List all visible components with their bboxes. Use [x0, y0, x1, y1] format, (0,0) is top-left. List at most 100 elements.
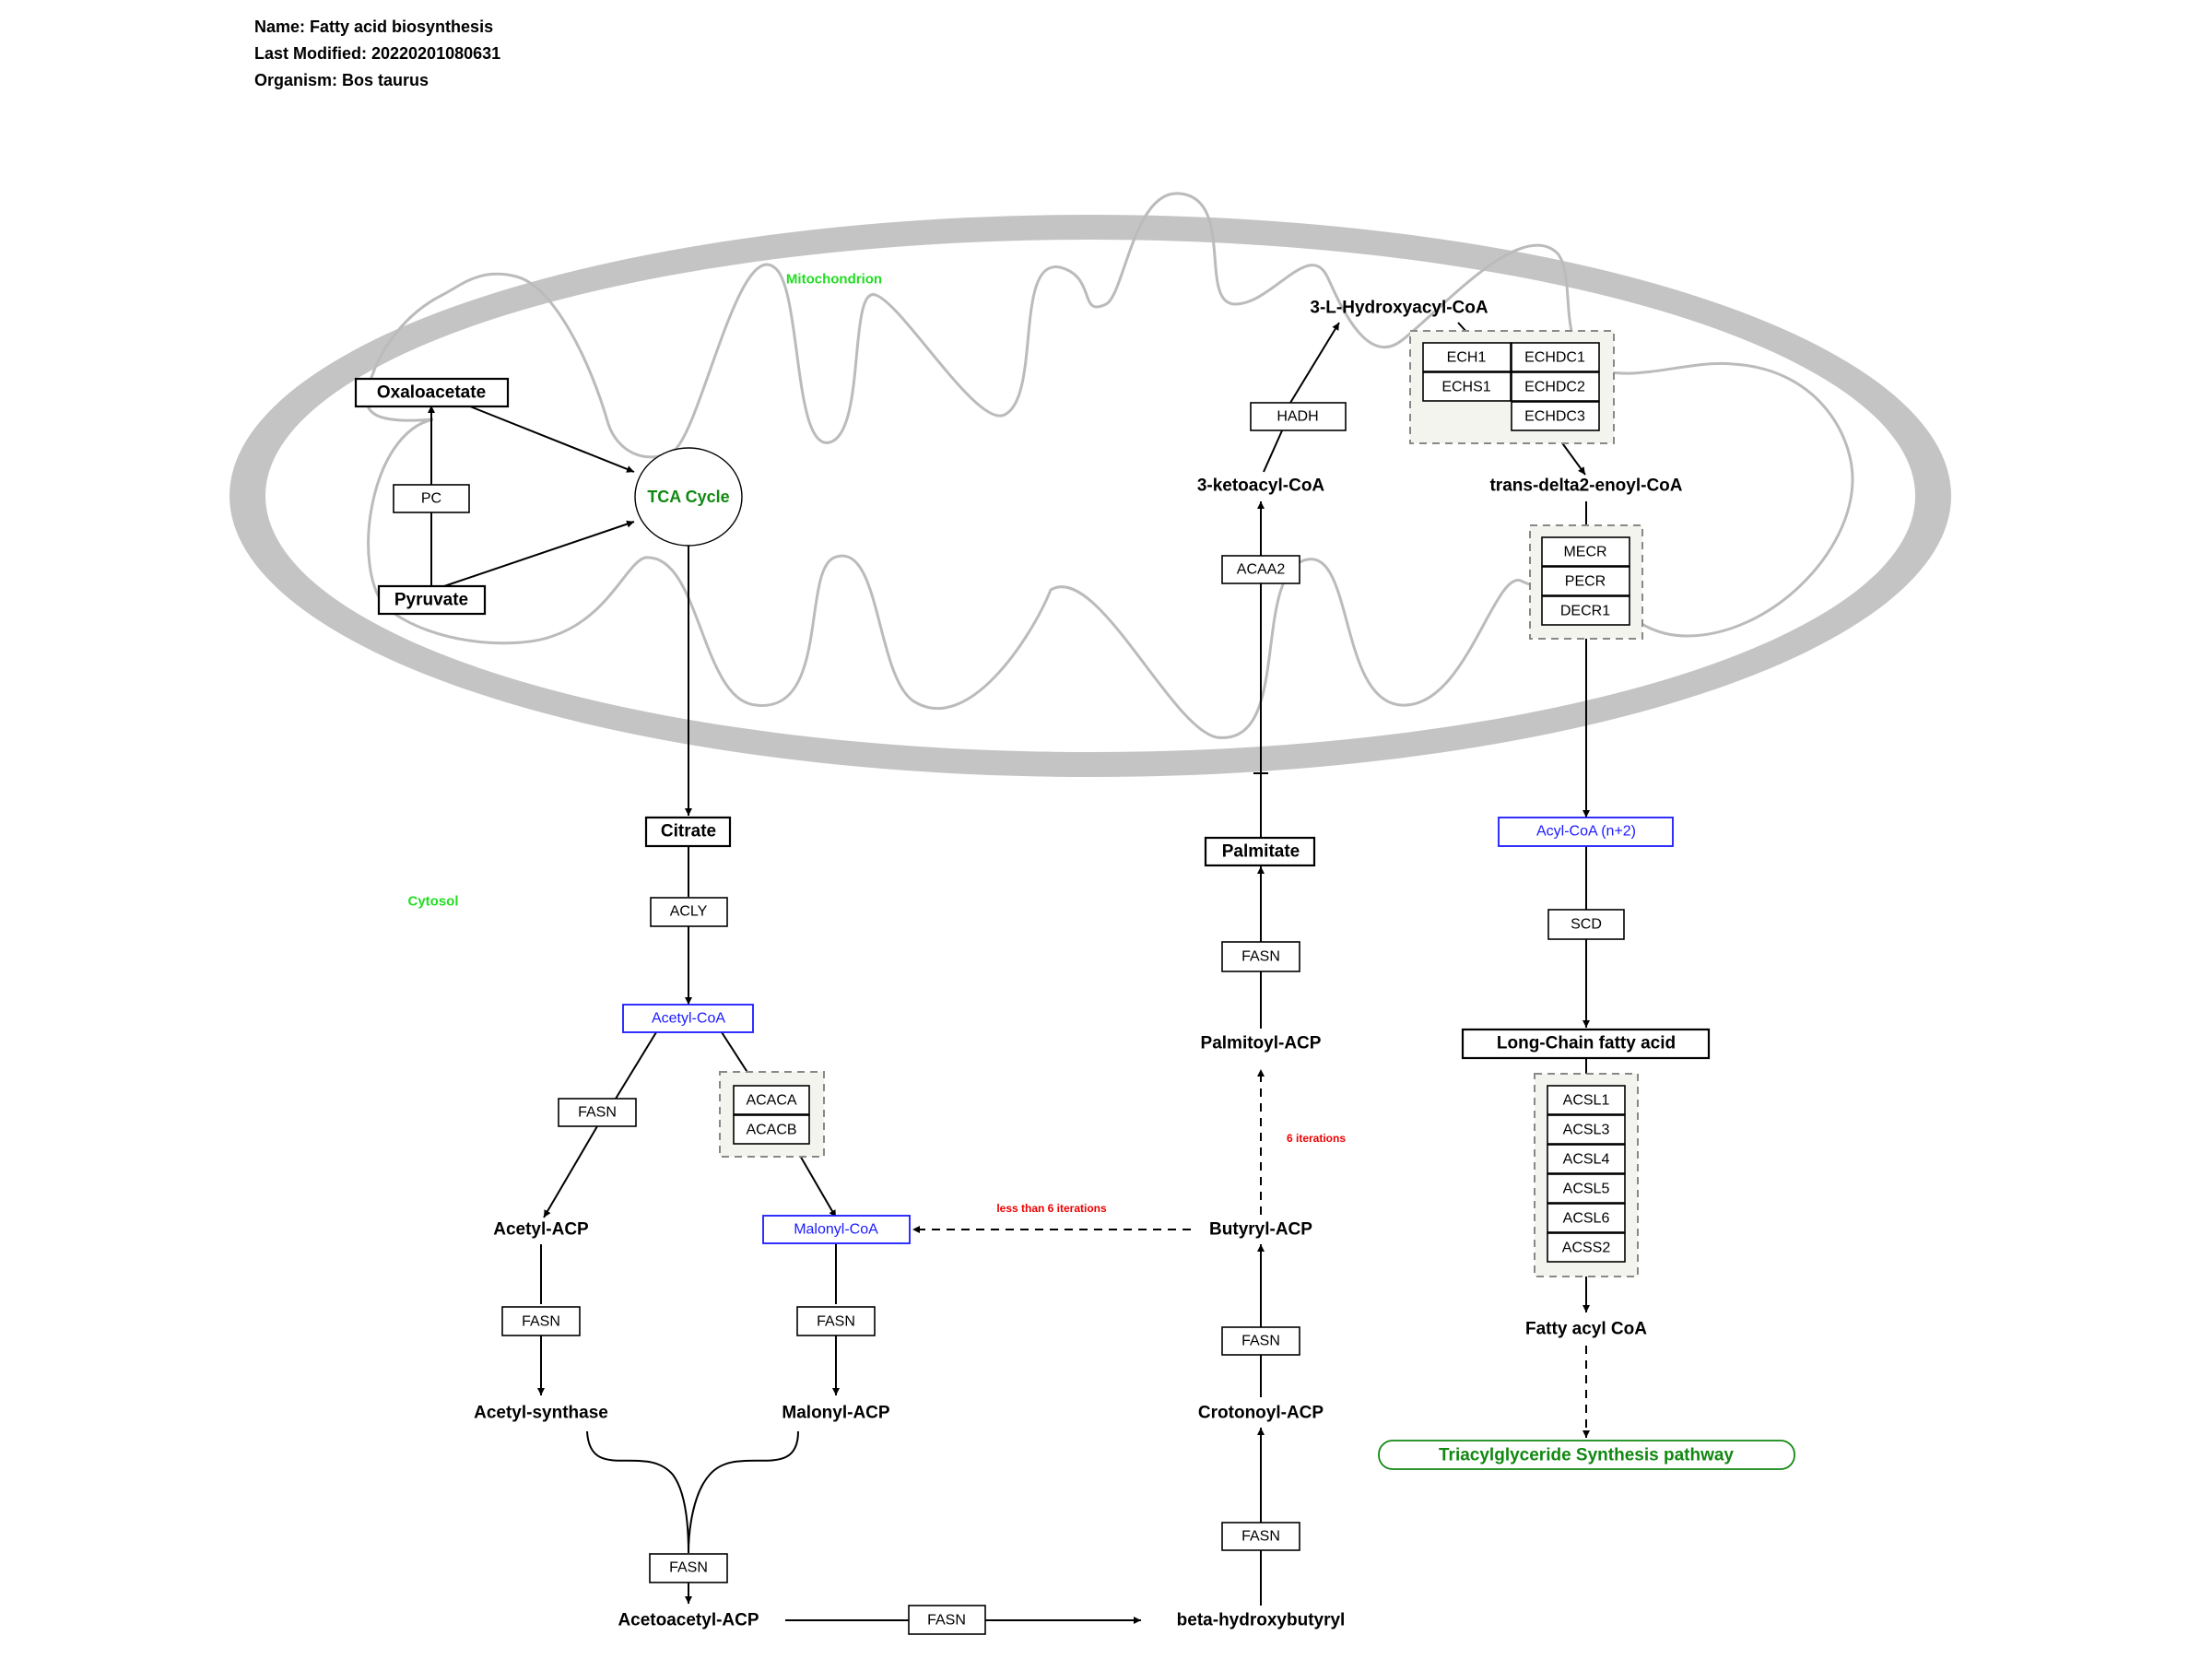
malonyl-coa-box [762, 1215, 911, 1244]
acsl1-box [1547, 1085, 1626, 1115]
acaca-box [733, 1085, 810, 1115]
gene-acss2[interactable]: ACSS2 [1562, 1241, 1611, 1256]
gene-fasn-3[interactable]: FASN [817, 1314, 855, 1330]
decr1-box [1541, 595, 1630, 626]
acyl-coa-n2[interactable]: Acyl-CoA (n+2) [1536, 824, 1636, 840]
hadh-box [1250, 402, 1347, 431]
gene-fasn-4[interactable]: FASN [669, 1560, 708, 1576]
citrate-box [644, 816, 732, 848]
gene-acaca[interactable]: ACACA [746, 1093, 796, 1109]
acetyl-synthase[interactable]: Acetyl-synthase [474, 1404, 608, 1423]
acly-box [650, 897, 728, 927]
gene-acsl5[interactable]: ACSL5 [1563, 1182, 1610, 1197]
acacb-box [733, 1114, 810, 1145]
gene-decr1[interactable]: DECR1 [1560, 604, 1610, 619]
gene-pecr[interactable]: PECR [1565, 574, 1606, 590]
echs1-box [1422, 371, 1512, 402]
mitochondrion-label: Mitochondrion [786, 272, 882, 288]
fatty-acyl-coa[interactable]: Fatty acyl CoA [1525, 1320, 1647, 1339]
citrate[interactable]: Citrate [661, 822, 716, 841]
triacylglyceride-pathway-node[interactable] [1378, 1440, 1795, 1470]
pathway-name: Name: Fatty acid biosynthesis [254, 18, 494, 36]
acyl-coa-n2-box [1498, 817, 1674, 847]
gene-echdc1[interactable]: ECHDC1 [1524, 350, 1585, 366]
fasn-box-5 [908, 1605, 986, 1635]
gene-fasn-2[interactable]: FASN [522, 1314, 560, 1330]
fasn-box-8 [1221, 941, 1300, 972]
gene-echdc3[interactable]: ECHDC3 [1524, 409, 1585, 425]
pecr-box [1541, 566, 1630, 596]
gene-fasn-7[interactable]: FASN [1241, 1334, 1280, 1349]
less-than-six-note: less than 6 iterations [996, 1202, 1107, 1215]
beta-hydroxybutyryl[interactable]: beta-hydroxybutyryl [1177, 1611, 1346, 1630]
edges [428, 322, 1590, 1624]
tca-cycle-node[interactable] [634, 447, 743, 547]
acetoacetyl-acp[interactable]: Acetoacetyl-ACP [618, 1611, 759, 1630]
gene-acsl6[interactable]: ACSL6 [1563, 1211, 1610, 1227]
butyryl-acp[interactable]: Butyryl-ACP [1209, 1220, 1312, 1240]
gene-acaa2[interactable]: ACAA2 [1237, 562, 1286, 578]
gene-pc[interactable]: PC [421, 491, 441, 507]
fasn-box-6 [1221, 1522, 1300, 1551]
cytosol-label: Cytosol [407, 894, 458, 910]
palmitoyl-acp[interactable]: Palmitoyl-ACP [1201, 1034, 1322, 1053]
fasn-box-1 [558, 1098, 637, 1127]
gene-acacb[interactable]: ACACB [746, 1123, 796, 1138]
palmitate[interactable]: Palmitate [1222, 842, 1300, 862]
gene-echs1[interactable]: ECHS1 [1441, 380, 1490, 395]
acsl6-box [1547, 1203, 1626, 1233]
malonyl-coa[interactable]: Malonyl-CoA [794, 1222, 878, 1238]
acsl4-box [1547, 1144, 1626, 1174]
scd-box [1547, 909, 1625, 940]
pyruvate[interactable]: Pyruvate [394, 591, 468, 610]
gene-fasn-1[interactable]: FASN [578, 1105, 617, 1121]
crotonoyl-acp[interactable]: Crotonoyl-ACP [1198, 1404, 1324, 1423]
acetyl-coa-box [622, 1004, 754, 1033]
inner-membrane-cristae [365, 192, 1854, 739]
gene-fasn-8[interactable]: FASN [1241, 949, 1280, 965]
triacylglyceride-pathway-link[interactable]: Triacylglyceride Synthesis pathway [1439, 1446, 1734, 1465]
six-iterations-note: 6 iterations [1287, 1132, 1346, 1145]
fasn-box-4 [649, 1553, 728, 1583]
gene-echdc2[interactable]: ECHDC2 [1524, 380, 1585, 395]
mecr-box [1541, 536, 1630, 567]
oxaloacetate-box [354, 377, 510, 408]
fasn-box-3 [796, 1306, 876, 1336]
gene-ech1[interactable]: ECH1 [1447, 350, 1487, 366]
gene-scd[interactable]: SCD [1571, 917, 1602, 933]
acsl3-box [1547, 1114, 1626, 1145]
echdc3-box [1511, 401, 1600, 431]
acetyl-coa[interactable]: Acetyl-CoA [652, 1011, 725, 1027]
echdc2-box [1511, 371, 1600, 402]
tca-cycle-label[interactable]: TCA Cycle [647, 488, 729, 506]
gene-acsl4[interactable]: ACSL4 [1563, 1152, 1610, 1168]
3-ketoacyl-coa[interactable]: 3-ketoacyl-CoA [1197, 477, 1325, 496]
organism: Organism: Bos taurus [254, 71, 429, 89]
fasn-box-7 [1221, 1326, 1300, 1356]
long-chain-fatty-acid[interactable]: Long-Chain fatty acid [1497, 1034, 1676, 1053]
acaa2-box [1221, 555, 1300, 584]
palmitate-box [1204, 836, 1316, 867]
acetyl-acp[interactable]: Acetyl-ACP [493, 1220, 589, 1240]
gene-fasn-6[interactable]: FASN [1241, 1529, 1280, 1545]
gene-hadh[interactable]: HADH [1277, 409, 1318, 425]
trans-delta2-enoyl-coa[interactable]: trans-delta2-enoyl-CoA [1489, 477, 1682, 496]
long-chain-fa-box [1461, 1028, 1711, 1060]
gene-fasn-5[interactable]: FASN [927, 1613, 966, 1629]
3-l-hydroxyacyl-coa[interactable]: 3-L-Hydroxyacyl-CoA [1310, 299, 1488, 318]
pc-box [393, 484, 470, 513]
gene-acsl3[interactable]: ACSL3 [1563, 1123, 1610, 1138]
fasn-box-2 [501, 1306, 581, 1336]
oxaloacetate[interactable]: Oxaloacetate [377, 383, 486, 403]
gene-acly[interactable]: ACLY [670, 904, 708, 920]
ech1-box [1422, 342, 1512, 372]
gene-acsl1[interactable]: ACSL1 [1563, 1093, 1610, 1109]
acsl5-box [1547, 1173, 1626, 1204]
mitochondrion-compartment [229, 192, 1951, 777]
echdc1-box [1511, 342, 1600, 372]
last-modified: Last Modified: 20220201080631 [254, 44, 501, 63]
pyruvate-box [377, 584, 487, 616]
gene-mecr[interactable]: MECR [1563, 545, 1606, 560]
malonyl-acp[interactable]: Malonyl-ACP [782, 1404, 890, 1423]
